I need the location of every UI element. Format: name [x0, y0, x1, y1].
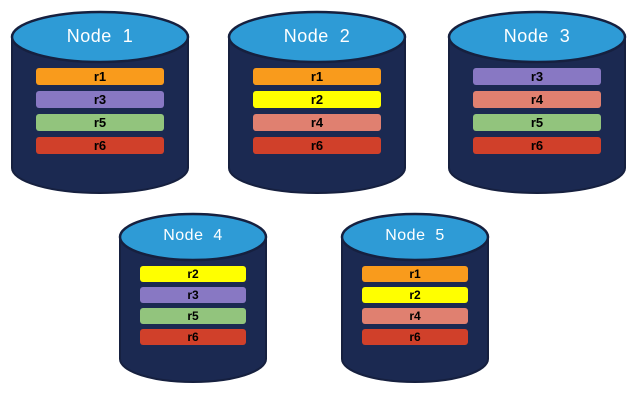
- replica-bar[interactable]: r6: [362, 329, 468, 345]
- replica-bar[interactable]: r4: [253, 114, 381, 131]
- replica-bar[interactable]: r3: [473, 68, 601, 85]
- replica-bar[interactable]: r5: [140, 308, 246, 324]
- replica-bar[interactable]: r1: [362, 266, 468, 282]
- replica-bar[interactable]: r3: [36, 91, 164, 108]
- cylinder-top-disc: [118, 212, 268, 262]
- replica-bar[interactable]: r5: [36, 114, 164, 131]
- replica-stack: r3 r4 r5 r6: [447, 68, 627, 154]
- replica-bar[interactable]: r6: [473, 137, 601, 154]
- replica-bar[interactable]: r2: [362, 287, 468, 303]
- replica-bar[interactable]: r1: [36, 68, 164, 85]
- cylinder-top-disc: [227, 10, 407, 64]
- cylinder-top-disc: [447, 10, 627, 64]
- replica-bar[interactable]: r4: [362, 308, 468, 324]
- replica-bar[interactable]: r6: [253, 137, 381, 154]
- replica-bar[interactable]: r4: [473, 91, 601, 108]
- replica-bar[interactable]: r6: [140, 329, 246, 345]
- replica-stack: r1 r2 r4 r6: [340, 266, 490, 345]
- replica-stack: r1 r3 r5 r6: [10, 68, 190, 154]
- replica-bar[interactable]: r5: [473, 114, 601, 131]
- replica-stack: r2 r3 r5 r6: [118, 266, 268, 345]
- replica-stack: r1 r2 r4 r6: [227, 68, 407, 154]
- replica-bar[interactable]: r2: [253, 91, 381, 108]
- cylinder-top-disc: [10, 10, 190, 64]
- replica-bar[interactable]: r3: [140, 287, 246, 303]
- replica-bar[interactable]: r6: [36, 137, 164, 154]
- replica-bar[interactable]: r1: [253, 68, 381, 85]
- cylinder-top-disc: [340, 212, 490, 262]
- replica-bar[interactable]: r2: [140, 266, 246, 282]
